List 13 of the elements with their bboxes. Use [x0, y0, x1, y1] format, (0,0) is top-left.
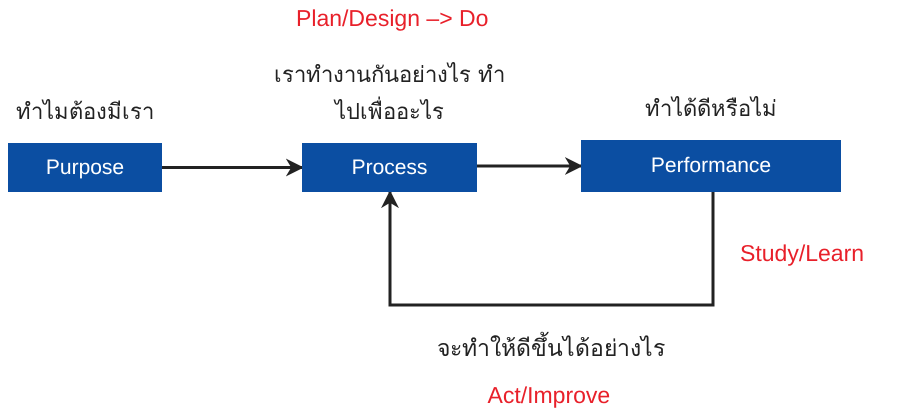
box-label: Purpose	[44, 156, 126, 180]
step-label: Plan/Design –> Do	[296, 5, 488, 32]
box-label: Process	[350, 156, 428, 180]
arrow	[381, 190, 714, 306]
heading-text: ทำได้ดีหรือไม่	[644, 95, 778, 124]
arrow	[162, 158, 304, 176]
box-label: Performance	[650, 154, 772, 178]
heading-text: เราทำงานกันอย่างไร ทำไปเพื่ออะไร	[273, 61, 506, 127]
step-label: Study/Learn	[740, 240, 864, 267]
step-label: Act/Improve	[488, 382, 610, 409]
question-text: จะทำให้ดีขึ้นได้อย่างไร	[437, 330, 665, 366]
arrow	[477, 157, 583, 175]
heading-text: ทำไมต้องมีเรา	[15, 98, 155, 127]
